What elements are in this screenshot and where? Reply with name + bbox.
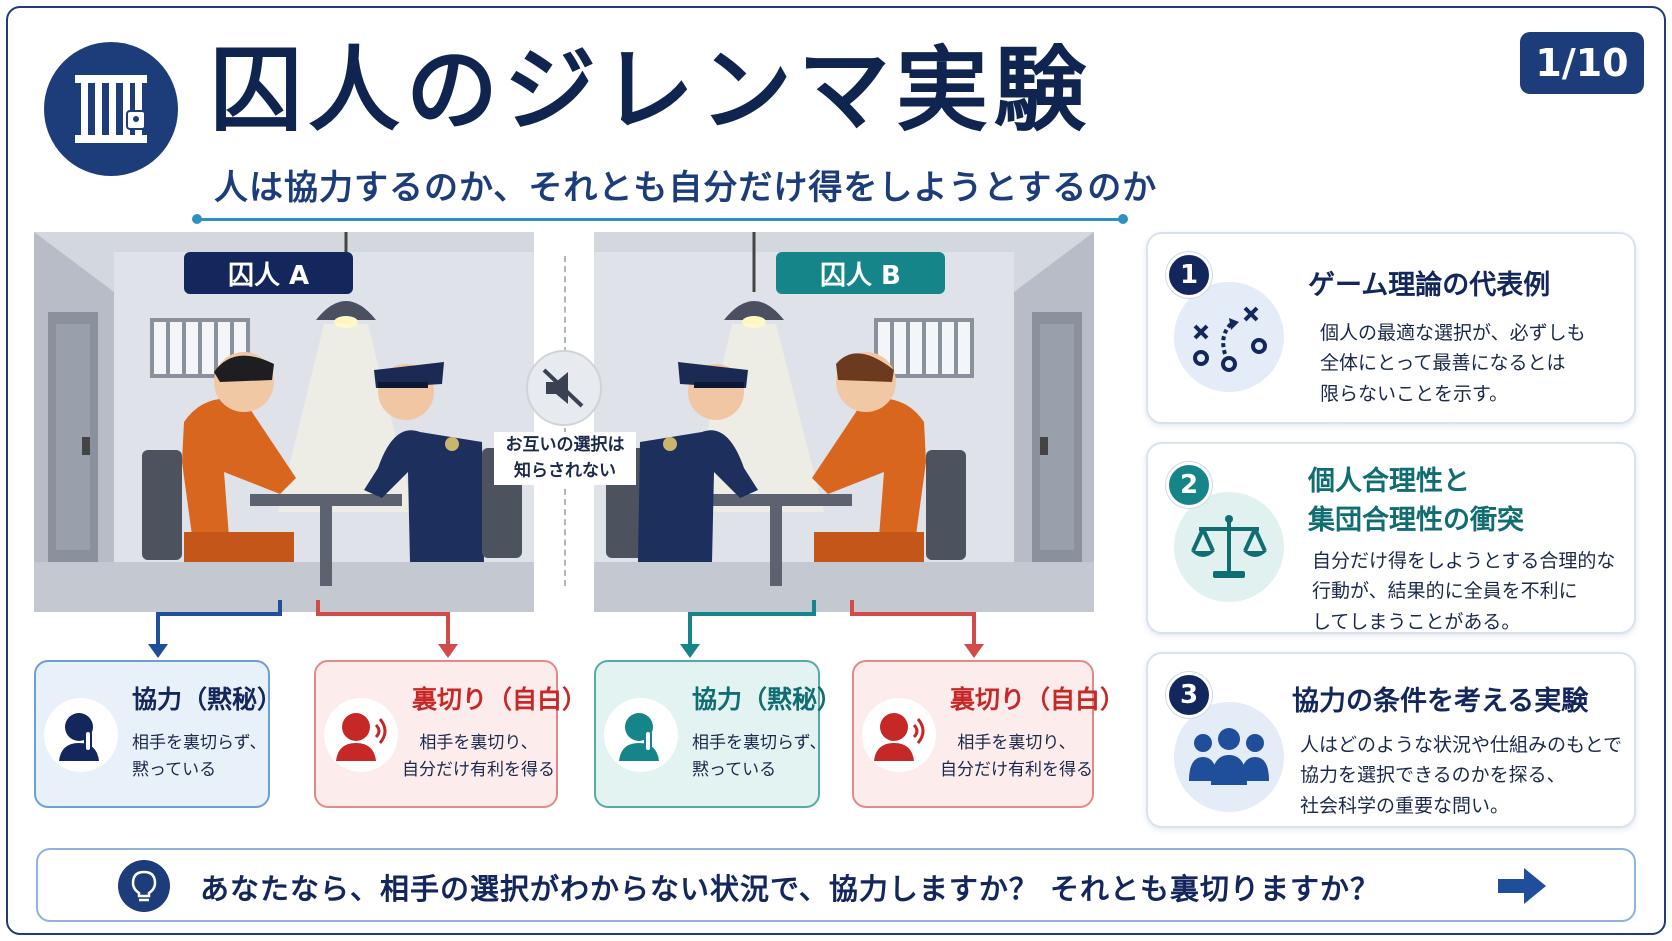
info-desc-line: 協力を選択できるのかを探る、 — [1300, 764, 1566, 787]
choice-title: 協力（黙秘） — [132, 685, 283, 714]
scales-icon — [1174, 492, 1284, 602]
arrow-right-icon[interactable] — [1498, 868, 1546, 908]
choice-title: 協力（黙秘） — [692, 685, 843, 714]
choice-desc-line: 相手を裏切り、 — [419, 733, 538, 753]
choice-description: 相手を裏切らず、 黙っている — [692, 730, 826, 784]
choice-description: 相手を裏切り、 自分だけ有利を得る — [940, 730, 1093, 784]
page-subtitle: 人は協力するのか、それとも自分だけ得をしようとするのか — [214, 168, 1158, 208]
choice-desc-line: 黙っている — [132, 760, 217, 781]
scene-prisoner-b — [594, 232, 1094, 612]
separator-note: お互いの選択は 知らされない — [494, 432, 636, 485]
prisoner-a-label: 囚人 A — [184, 252, 354, 294]
info-card-rationality-conflict: 2 個人合理性と 集団合理性の衝突 自分だけ得をしようとする合理的な 行動が、結… — [1146, 442, 1636, 634]
speaking-icon — [862, 698, 936, 772]
choice-desc-line: 自分だけ有利を得る — [402, 760, 555, 781]
choice-arrows — [148, 600, 984, 658]
info-desc-line: 個人の最適な選択が、必ずしも — [1320, 322, 1586, 344]
group-icon — [1174, 702, 1284, 812]
choice-description: 相手を裏切らず、 黙っている — [132, 730, 266, 784]
choice-a-cooperate: 協力（黙秘） 相手を裏切らず、 黙っている — [34, 660, 282, 808]
choice-desc-line: 相手を裏切らず、 — [132, 733, 267, 753]
choice-desc-line: 黙っている — [692, 760, 777, 781]
card-number-badge: 1 — [1166, 252, 1212, 298]
info-card-title: 協力の条件を考える実験 — [1292, 686, 1589, 717]
scene-prisoner-a — [34, 232, 534, 612]
card-number-badge: 3 — [1166, 672, 1212, 718]
prisoner-b-label: 囚人 B — [776, 252, 945, 294]
choice-desc-line: 相手を裏切り、 — [957, 733, 1076, 753]
info-card-game-theory: 1 ゲーム理論の代表例 個人の最適な選択が、必ずしも 全体にとって最善になるとは… — [1146, 232, 1636, 424]
speaking-icon — [324, 698, 398, 772]
page-indicator: 1/10 — [1520, 32, 1644, 94]
card-number-badge: 2 — [1166, 462, 1212, 508]
choice-b-cooperate: 協力（黙秘） 相手を裏切らず、 黙っている — [594, 660, 842, 808]
info-card-title: ゲーム理論の代表例 — [1308, 270, 1551, 301]
info-title-line: 集団合理性の衝突 — [1308, 505, 1524, 537]
prison-bars-icon — [44, 42, 178, 176]
strategy-icon — [1174, 282, 1284, 392]
choice-description: 相手を裏切り、 自分だけ有利を得る — [402, 730, 555, 784]
choice-title: 裏切り（自白） — [412, 685, 588, 714]
question-banner: あなたなら、相手の選択がわからない状況で、協力しますか？ それとも裏切りますか？ — [36, 848, 1636, 922]
info-desc-line: 人はどのような状況や仕組みのもとで — [1300, 734, 1623, 756]
choice-title: 裏切り（自白） — [950, 685, 1126, 714]
info-card-cooperation-conditions: 3 協力の条件を考える実験 人はどのような状況や仕組みのもとで 協力を選択できる… — [1146, 652, 1636, 828]
info-card-title: 個人合理性と 集団合理性の衝突 — [1308, 462, 1524, 540]
question-text: あなたなら、相手の選択がわからない状況で、協力しますか？ それとも裏切りますか？ — [200, 872, 1380, 906]
info-title-line: 個人合理性と — [1308, 466, 1470, 497]
choice-desc-line: 自分だけ有利を得る — [940, 760, 1093, 781]
choice-a-defect: 裏切り（自白） 相手を裏切り、 自分だけ有利を得る — [314, 660, 587, 808]
choice-b-defect: 裏切り（自白） 相手を裏切り、 自分だけ有利を得る — [852, 660, 1125, 808]
separator-note-line2: 知らされない — [514, 461, 616, 482]
info-desc-line: 全体にとって最善になるとは — [1320, 352, 1566, 375]
info-desc-line: 行動が、結果的に全員を不利に — [1312, 580, 1578, 603]
info-card-description: 人はどのような状況や仕組みのもとで 協力を選択できるのかを探る、 社会科学の重要… — [1300, 730, 1622, 821]
info-desc-line: 自分だけ得をしようとする合理的な — [1312, 550, 1616, 572]
lightbulb-icon — [118, 860, 170, 912]
info-card-description: 個人の最適な選択が、必ずしも 全体にとって最善になるとは 限らないことを示す。 — [1320, 318, 1586, 409]
info-desc-line: 限らないことを示す。 — [1320, 382, 1509, 405]
page-title: 囚人のジレンマ実験 — [210, 37, 1093, 144]
choice-desc-line: 相手を裏切らず、 — [692, 733, 827, 753]
mute-icon — [526, 350, 602, 426]
silence-gesture-icon — [44, 698, 118, 772]
silence-gesture-icon — [604, 698, 678, 772]
info-desc-line: 社会科学の重要な問い。 — [1300, 794, 1510, 817]
info-desc-line: してしまうことがある。 — [1312, 610, 1521, 633]
separator-note-line1: お互いの選択は — [505, 435, 625, 455]
title-divider — [192, 214, 1128, 224]
info-card-description: 自分だけ得をしようとする合理的な 行動が、結果的に全員を不利に してしまうことが… — [1312, 546, 1615, 637]
